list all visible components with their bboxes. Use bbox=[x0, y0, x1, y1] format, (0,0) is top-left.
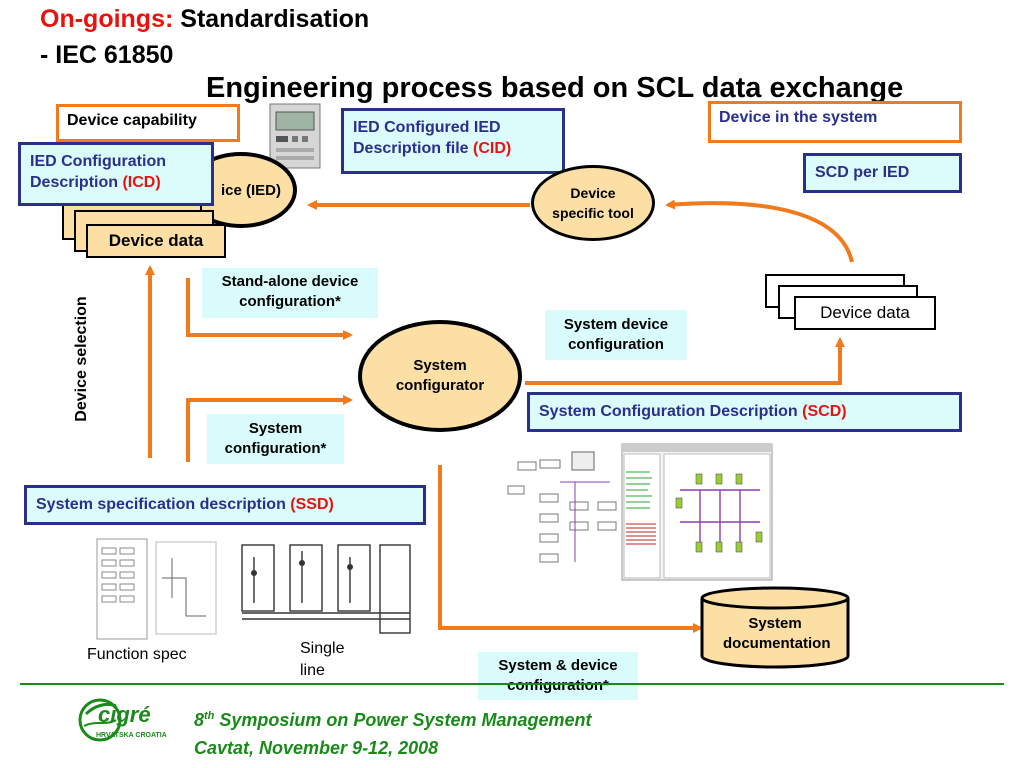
arrow-system-config bbox=[186, 395, 353, 462]
device-in-system-label: Device in the system bbox=[719, 109, 878, 126]
function-spec-label: Function spec bbox=[87, 646, 187, 663]
device-ied-label: ice (IED) bbox=[220, 181, 281, 199]
scd-box: System Configuration Description (SCD) bbox=[527, 392, 962, 432]
device-capability-label: Device capability bbox=[67, 112, 197, 129]
cid-box: IED Configured IED Description file (CID… bbox=[341, 108, 565, 174]
footer-line-2: Cavtat, November 9-12, 2008 bbox=[194, 738, 439, 758]
system-configurator-label: System configurator bbox=[395, 357, 485, 394]
arrow-devicedata-to-tool bbox=[665, 199, 854, 263]
title-rest: Standardisation bbox=[180, 5, 370, 33]
cigre-logo-text: cigré bbox=[98, 702, 151, 727]
icd-box: IED Configuration Description (ICD) bbox=[18, 142, 214, 206]
cigre-logo: cigré HRVATSKA CROATIA bbox=[76, 692, 188, 752]
device-data-card-right: Device data bbox=[794, 296, 936, 330]
device-data-right-label: Device data bbox=[820, 303, 910, 322]
arrow-config-to-devicedata bbox=[525, 337, 845, 385]
system-configurator-node: System configurator bbox=[358, 320, 522, 432]
title-prefix: On-goings: bbox=[40, 5, 174, 33]
title-line-2: - IEC 61850 bbox=[40, 41, 174, 69]
footer-line-1: 8th Symposium on Power System Management bbox=[194, 710, 592, 730]
cid-text: IED Configured IED Description file bbox=[353, 119, 501, 157]
device-data-left-label: Device data bbox=[108, 231, 204, 250]
function-spec-thumbnail bbox=[96, 538, 218, 642]
device-specific-tool-label: Device specific tool bbox=[552, 185, 634, 221]
ied-device-image bbox=[268, 102, 324, 172]
ssd-abbr: (SSD) bbox=[290, 496, 334, 513]
slide-subtitle: Engineering process based on SCL data ex… bbox=[206, 72, 904, 104]
system-documentation-node: System documentation bbox=[699, 586, 851, 670]
device-specific-tool-node: Device specific tool bbox=[531, 165, 655, 241]
slide-title: On-goings: Standardisation bbox=[40, 4, 369, 34]
scd-tool-screenshot bbox=[500, 442, 774, 582]
footer-divider bbox=[20, 683, 1004, 685]
scd-per-ied-label: SCD per IED bbox=[815, 164, 910, 181]
arrow-to-documentation bbox=[438, 465, 703, 633]
system-device-config-bottom-label: System & device configuration* bbox=[478, 652, 638, 700]
cid-abbr: (CID) bbox=[473, 140, 512, 157]
system-device-config-label: System device configuration bbox=[545, 310, 687, 360]
system-documentation-label: System documentation bbox=[723, 615, 831, 652]
standalone-config-label: Stand-alone device configuration* bbox=[202, 268, 378, 318]
scd-abbr: (SCD) bbox=[802, 403, 847, 420]
system-config-label: System configuration* bbox=[207, 414, 344, 464]
ssd-box: System specification description (SSD) bbox=[24, 485, 426, 525]
icd-abbr: (ICD) bbox=[122, 174, 161, 191]
cigre-logo-subtext: HRVATSKA CROATIA bbox=[96, 732, 167, 739]
icd-text: IED Configuration Description bbox=[30, 153, 166, 191]
device-in-system-box: Device in the system bbox=[708, 101, 962, 143]
single-line-thumbnail bbox=[240, 543, 412, 635]
device-data-card-left: Device data bbox=[86, 224, 226, 258]
single-line-label: Single line bbox=[300, 640, 345, 679]
scd-text: System Configuration Description bbox=[539, 403, 803, 420]
ssd-text: System specification description bbox=[36, 496, 291, 513]
device-selection-label: Device selection bbox=[73, 296, 90, 422]
device-capability-box: Device capability bbox=[56, 104, 240, 142]
scd-per-ied-box: SCD per IED bbox=[803, 153, 962, 193]
arrow-standalone bbox=[186, 278, 353, 340]
